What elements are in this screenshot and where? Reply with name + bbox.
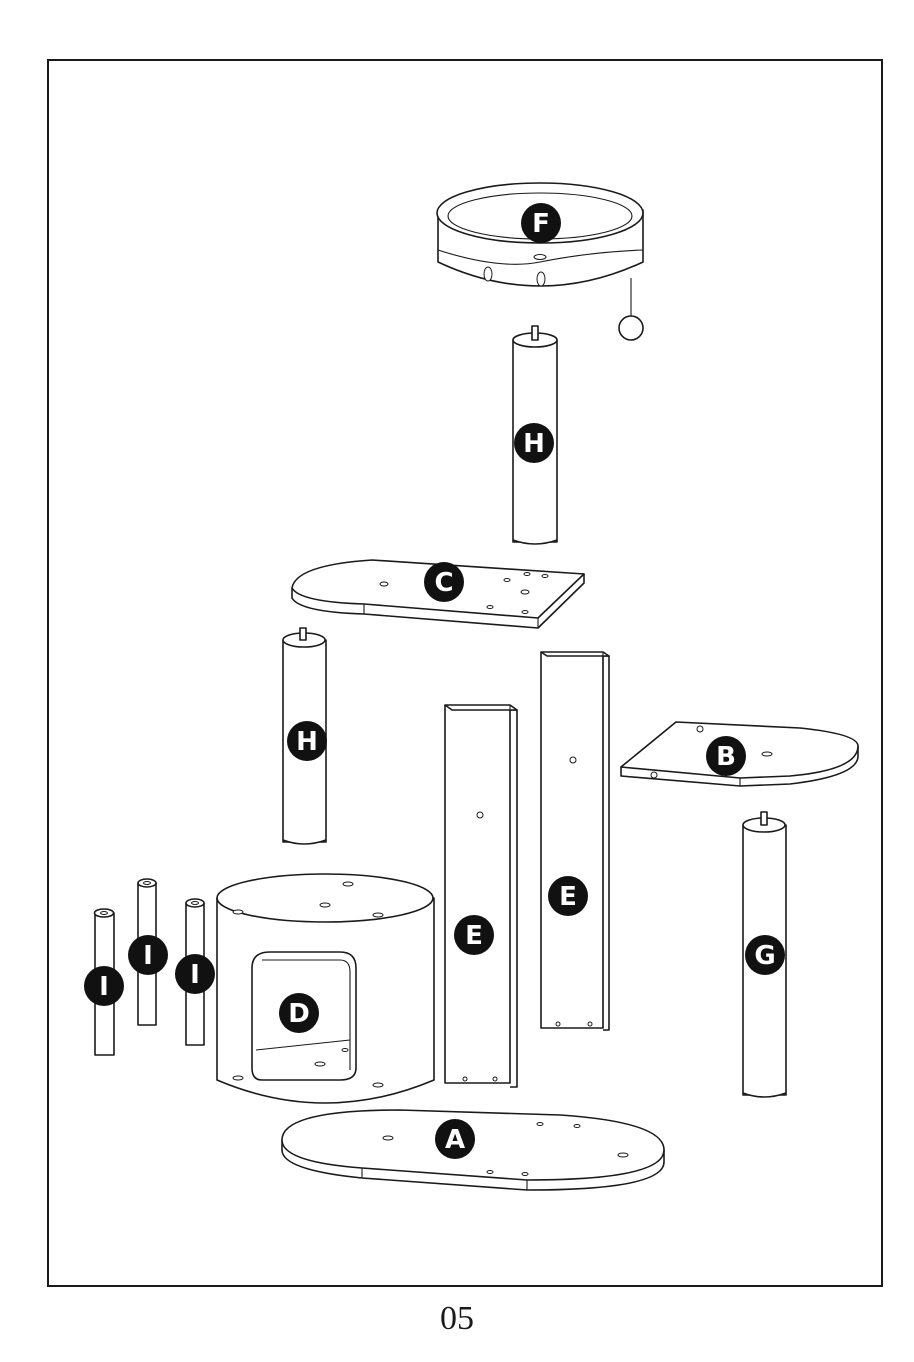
label-e-left-text: E xyxy=(465,921,483,951)
label-a: A xyxy=(435,1119,475,1159)
label-f: F xyxy=(521,203,561,243)
label-b-text: B xyxy=(716,742,736,772)
label-i-3-text: I xyxy=(190,960,200,990)
label-e-right-text: E xyxy=(559,882,577,912)
label-g: G xyxy=(745,935,785,975)
label-c: C xyxy=(424,562,464,602)
label-c-text: C xyxy=(434,568,453,598)
label-h-top-text: H xyxy=(523,429,545,459)
part-e-left-panel xyxy=(445,705,517,1087)
label-i-3: I xyxy=(175,954,215,994)
label-g-text: G xyxy=(754,941,775,971)
label-h-left: H xyxy=(287,721,327,761)
label-b: B xyxy=(706,736,746,776)
label-i-2: I xyxy=(128,935,168,975)
label-h-left-text: H xyxy=(296,727,318,757)
label-a-text: A xyxy=(445,1125,465,1155)
label-i-2-text: I xyxy=(143,941,153,971)
label-i-1-text: I xyxy=(99,972,109,1002)
label-d: D xyxy=(279,993,319,1033)
part-e-right-panel xyxy=(541,652,609,1030)
label-i-1: I xyxy=(84,966,124,1006)
label-h-top: H xyxy=(514,423,554,463)
label-e-right: E xyxy=(548,876,588,916)
part-d-condo xyxy=(217,874,434,1103)
page-number: 05 xyxy=(0,1300,914,1338)
label-f-text: F xyxy=(532,209,550,239)
label-e-left: E xyxy=(454,915,494,955)
label-d-text: D xyxy=(288,999,310,1029)
part-a-base xyxy=(282,1110,664,1190)
